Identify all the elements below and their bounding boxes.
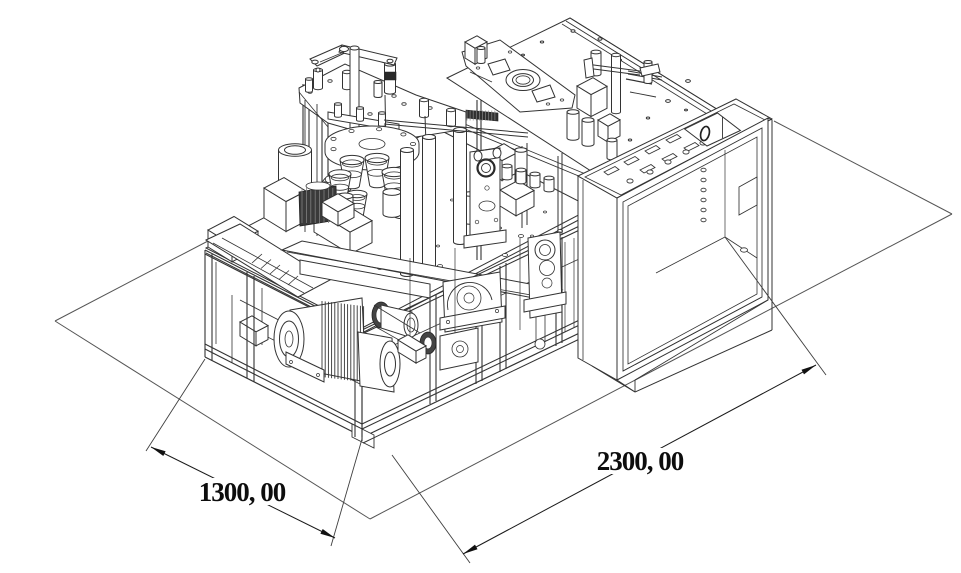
svg-text:1300, 00: 1300, 00 <box>199 477 286 507</box>
svg-text:2300, 00: 2300, 00 <box>597 446 684 476</box>
